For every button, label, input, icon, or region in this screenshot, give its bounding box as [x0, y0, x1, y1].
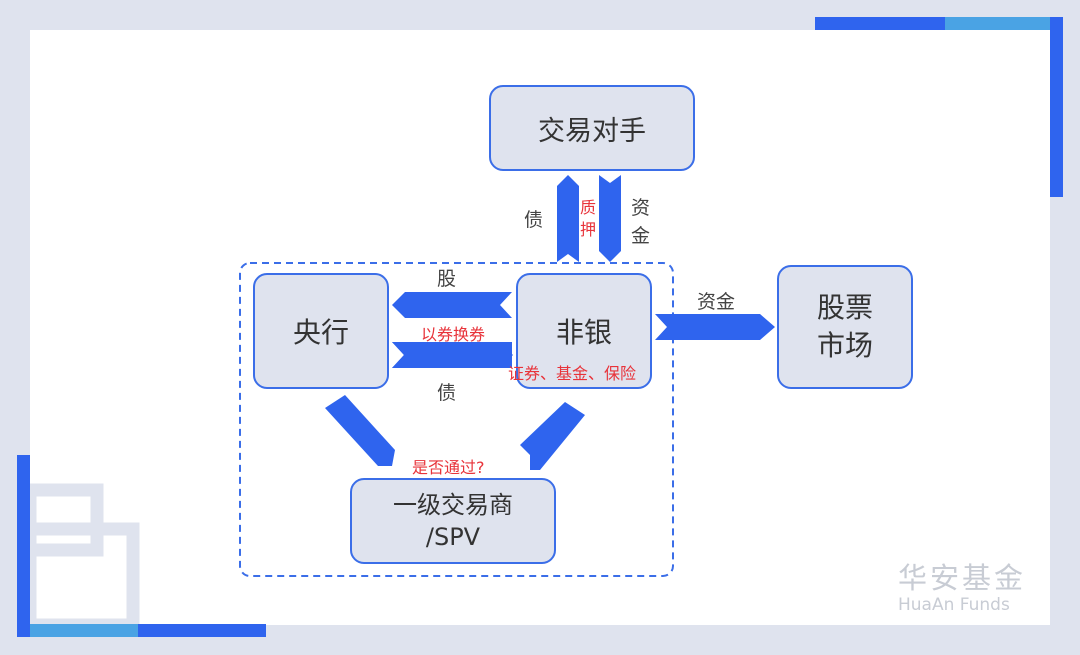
node-stock-market: 股票 市场	[777, 265, 913, 389]
frame-accent-right	[1050, 17, 1063, 197]
label-funds-to-market: 资金	[697, 291, 736, 313]
arrow-funds-down	[599, 175, 621, 262]
frame-accent-bottom	[138, 624, 266, 637]
arrow-equity-left	[392, 292, 512, 318]
node-counterparty: 交易对手	[489, 85, 695, 171]
logo-en: HuaAn Funds	[898, 595, 1010, 615]
pledge-line1: 质	[580, 198, 597, 217]
node-dealer-spv: 一级交易商 /SPV	[350, 478, 556, 564]
logo-cn: 华安基金	[898, 561, 1027, 595]
label-approved: 是否通过?	[412, 458, 485, 477]
deco-square-1	[23, 483, 104, 557]
pledge-line2: 押	[580, 220, 597, 239]
label-bond-up: 债	[524, 209, 544, 231]
arrow-bond-up	[557, 175, 579, 262]
non-bank-group-outline	[239, 262, 674, 577]
arrow-funds-to-market	[655, 314, 775, 340]
dealer-line1: 一级交易商	[393, 491, 513, 519]
arrow-bond-right	[392, 342, 513, 368]
deco-square-2	[23, 522, 140, 632]
stock-market-line1: 股票	[816, 291, 873, 324]
node-non-bank: 非银	[516, 273, 652, 389]
huaan-logo: 华安基金 HuaAn Funds	[898, 555, 1026, 615]
funds-line1: 资	[631, 197, 651, 219]
frame-accent-left	[17, 455, 30, 637]
dealer-line2: /SPV	[425, 523, 481, 551]
label-pledge: 质押	[580, 197, 598, 241]
frame-accent-top	[815, 17, 945, 30]
funds-line2: 金	[631, 225, 651, 247]
label-non-bank-types: 证券、基金、保险	[508, 364, 637, 383]
arrow-non-bank-to-dealer	[520, 402, 585, 470]
label-equity: 股	[437, 268, 457, 290]
label-bond-swap: 以券换券	[421, 325, 486, 344]
arrow-central-bank-to-dealer	[325, 395, 395, 466]
frame-accent-top-light	[945, 17, 1050, 30]
label-bond: 债	[437, 382, 457, 404]
frame-accent-bottom-light	[30, 624, 138, 637]
stock-market-line2: 市场	[816, 329, 873, 362]
label-funds-down: 资金	[631, 194, 653, 250]
node-central-bank: 央行	[253, 273, 389, 389]
